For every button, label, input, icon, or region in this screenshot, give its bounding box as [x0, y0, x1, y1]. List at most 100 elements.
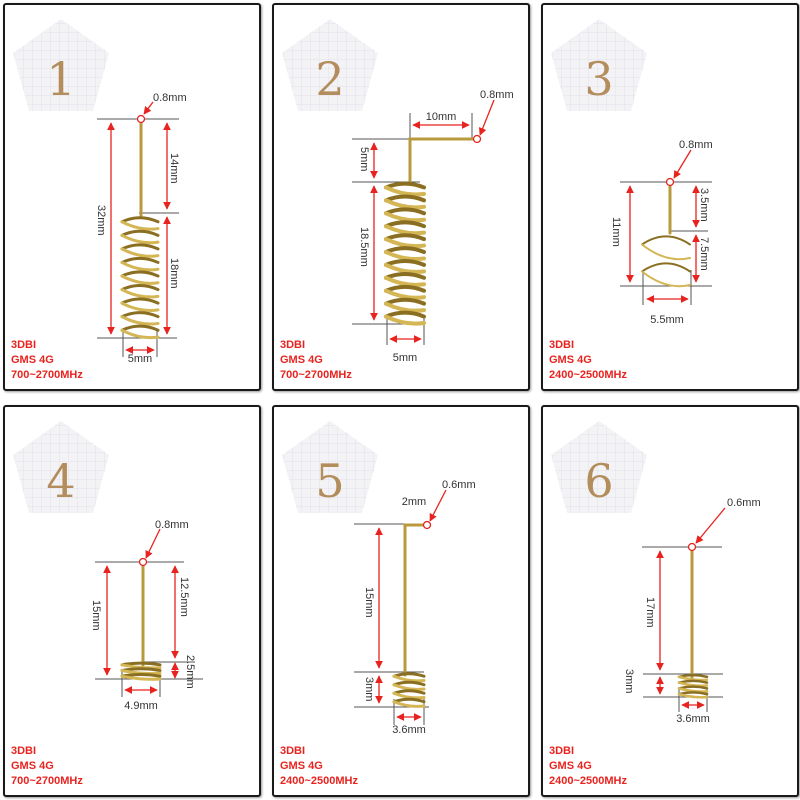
antenna-panel-3: 3 0.8mm 11mm 3.5mm 7.5mm 5.5mm 3DBI GMS …	[541, 3, 799, 391]
coil-turn-front	[384, 198, 426, 210]
coil-turn-back	[120, 216, 160, 224]
coil-turn-back	[384, 194, 426, 203]
coil-turn-front	[677, 692, 709, 699]
antenna-diagram: 2 0.8mm 10mm 5mm 18.5mm 5mm	[282, 19, 514, 364]
svg-text:18mm: 18mm	[168, 258, 180, 289]
coil-turn-back	[384, 284, 426, 293]
coil-turn-front	[392, 700, 426, 708]
spec-list: 3DBI GMS 4G 2400~2500MHz	[549, 744, 627, 789]
coil-turn-front	[384, 275, 426, 287]
coil-turn-back	[384, 220, 426, 229]
network-spec: GMS 4G	[11, 354, 54, 366]
frequency-spec: 2400~2500MHz	[280, 775, 358, 787]
coil-turn-back	[392, 689, 426, 695]
gain-spec: 3DBI	[11, 339, 37, 351]
coil-turn-front	[384, 211, 426, 223]
frequency-spec: 700~2700MHz	[280, 369, 352, 381]
svg-text:0.8mm: 0.8mm	[155, 519, 189, 531]
coil-turn-front	[120, 301, 160, 312]
coil-turn-back	[384, 310, 426, 319]
svg-text:5: 5	[315, 454, 344, 508]
coil-turn-back	[384, 207, 426, 216]
coil-turn-back	[677, 691, 709, 696]
coil-turn-back	[120, 256, 160, 264]
svg-text:0.6mm: 0.6mm	[442, 479, 476, 491]
svg-text:17mm: 17mm	[644, 597, 656, 628]
coil-turn-front	[641, 270, 691, 288]
svg-text:3.6mm: 3.6mm	[392, 724, 426, 736]
coil-turn-front	[120, 674, 162, 681]
coil-turn-back	[120, 229, 160, 237]
antenna-panel-6: 6 0.6mm 17mm 3mm 3.6mm 3DBI GMS 4G 2400~…	[541, 405, 799, 797]
coil-turn-front	[384, 288, 426, 300]
frequency-spec: 700~2700MHz	[11, 369, 83, 381]
svg-text:7.5mm: 7.5mm	[698, 237, 710, 271]
antenna-panel-4: 4 0.8mm 15mm 12.5mm 2.5mm 4.9mm 3DBI GMS…	[3, 405, 261, 797]
antenna-diagram: 1 0.8mm 32mm 14mm 18mm 5mm	[13, 19, 187, 365]
svg-text:5.5mm: 5.5mm	[650, 314, 684, 326]
svg-text:12.5mm: 12.5mm	[178, 577, 190, 617]
coil-turn-back	[392, 697, 426, 704]
svg-text:2: 2	[315, 52, 344, 106]
gain-spec: 3DBI	[11, 745, 37, 757]
frequency-spec: 700~2700MHz	[11, 775, 83, 787]
coil-turn-back	[120, 311, 160, 319]
number-badge: 4	[13, 421, 109, 513]
antenna-panel-2: 2 0.8mm 10mm 5mm 18.5mm 5mm 3DBI GMS 4G …	[272, 3, 530, 391]
coil-turn-back	[384, 181, 426, 190]
coil-turn-back	[120, 270, 160, 278]
gain-spec: 3DBI	[280, 745, 306, 757]
svg-text:2mm: 2mm	[402, 496, 426, 508]
coil-turn-front	[384, 250, 426, 262]
coil-turn-front	[120, 288, 160, 299]
coil-turn-front	[120, 247, 160, 258]
svg-text:0.8mm: 0.8mm	[679, 139, 713, 151]
number-badge: 3	[551, 19, 647, 111]
coil-turn-back	[120, 297, 160, 305]
coil-turn-front	[120, 328, 160, 340]
svg-text:10mm: 10mm	[426, 111, 457, 123]
coil-turn-back	[120, 324, 160, 332]
coil-turn-front	[677, 681, 709, 688]
number-badge: 5	[282, 421, 378, 513]
svg-text:15mm: 15mm	[363, 587, 375, 618]
coil-turn-back	[384, 259, 426, 267]
spec-list: 3DBI GMS 4G 2400~2500MHz	[280, 744, 358, 789]
svg-text:5mm: 5mm	[128, 353, 152, 365]
svg-text:15mm: 15mm	[90, 600, 102, 631]
coil-turn-back	[677, 679, 709, 684]
svg-text:3.5mm: 3.5mm	[698, 188, 710, 222]
coil-spring	[384, 181, 426, 326]
antenna-diagram: 5 0.6mm 2mm 15mm 3mm 3.6mm	[282, 421, 476, 736]
spec-list: 3DBI GMS 4G 700~2700MHz	[11, 744, 83, 789]
svg-text:1: 1	[46, 52, 75, 106]
frequency-spec: 2400~2500MHz	[549, 369, 627, 381]
number-badge: 1	[13, 19, 109, 111]
coil-turn-front	[384, 314, 426, 326]
coil-turn-front	[392, 683, 426, 691]
svg-text:5mm: 5mm	[393, 352, 417, 364]
coil-turn-back	[677, 685, 709, 690]
spec-list: 3DBI GMS 4G 700~2700MHz	[11, 338, 83, 383]
svg-text:18.5mm: 18.5mm	[358, 227, 370, 267]
svg-text:0.8mm: 0.8mm	[153, 92, 187, 104]
coil-turn-front	[384, 237, 426, 249]
coil-turn-back	[120, 243, 160, 251]
svg-text:14mm: 14mm	[168, 153, 180, 184]
frequency-spec: 2400~2500MHz	[549, 775, 627, 787]
antenna-diagram: 6 0.6mm 17mm 3mm 3.6mm	[551, 421, 761, 725]
coil-turn-back	[384, 271, 426, 280]
svg-text:4: 4	[46, 454, 75, 508]
coil-turn-back	[384, 233, 426, 242]
coil-turn-front	[120, 274, 160, 285]
antenna-panel-5: 5 0.6mm 2mm 15mm 3mm 3.6mm 3DBI GMS 4G 2…	[272, 405, 530, 797]
antenna-panel-1: 1 0.8mm 32mm 14mm 18mm 5mm 3DBI GMS 4G 7…	[3, 3, 261, 391]
svg-text:4.9mm: 4.9mm	[124, 700, 158, 712]
coil-spring	[641, 235, 691, 288]
coil-spring	[120, 216, 160, 340]
svg-text:3mm: 3mm	[363, 677, 375, 701]
svg-text:32mm: 32mm	[95, 205, 107, 236]
svg-text:3.6mm: 3.6mm	[676, 713, 710, 725]
spec-list: 3DBI GMS 4G 700~2700MHz	[280, 338, 352, 383]
gain-spec: 3DBI	[280, 339, 306, 351]
